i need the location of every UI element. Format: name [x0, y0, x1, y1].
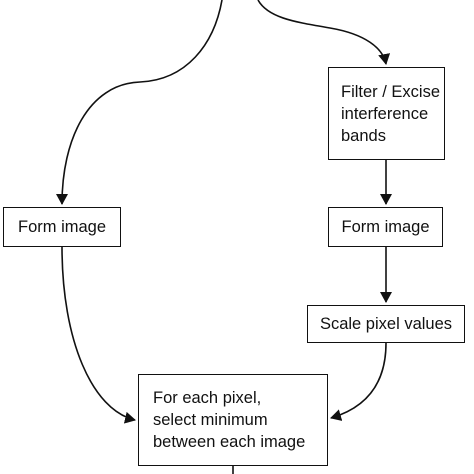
- edge-source-to-form-image-left: [56, 0, 223, 205]
- select-minimum-box: For each pixel, select minimum between e…: [138, 374, 328, 466]
- filter-excise-label: Filter / Excise interference bands: [341, 82, 441, 145]
- scale-pixel-values-box: Scale pixel values: [307, 305, 465, 343]
- filter-excise-box: Filter / Excise interference bands: [328, 67, 445, 160]
- edge-scale-to-min: [330, 342, 387, 421]
- edge-source-to-filter: [257, 0, 391, 65]
- form-image-left-label: Form image: [17, 218, 107, 236]
- scale-pixel-values-label: Scale pixel values: [319, 315, 453, 333]
- form-image-left-box: Form image: [3, 207, 121, 247]
- edge-form-image-left-to-min: [61, 246, 136, 424]
- form-image-right-label: Form image: [341, 218, 430, 236]
- form-image-right-box: Form image: [328, 207, 443, 247]
- select-minimum-label: For each pixel, select minimum between e…: [153, 389, 306, 451]
